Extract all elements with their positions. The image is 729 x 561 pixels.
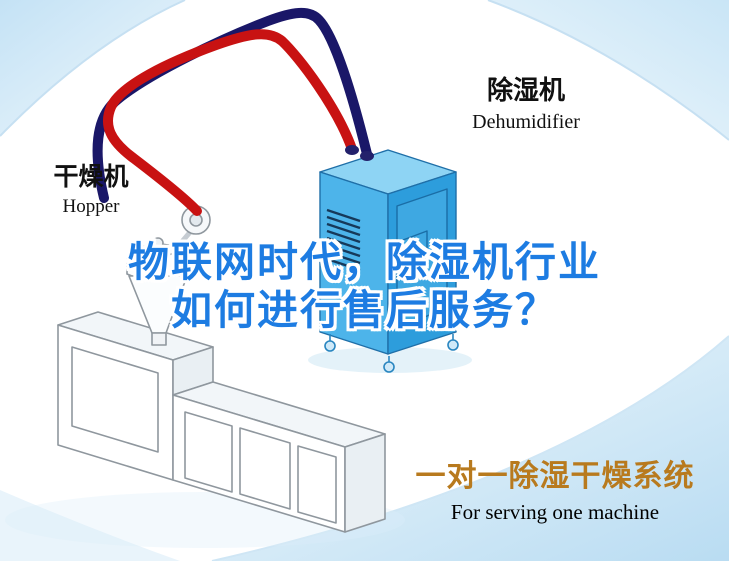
dehumidifier-label-cn: 除湿机 (486, 75, 565, 105)
dehumidifier-shadow (308, 347, 472, 373)
hopper-funnel (126, 229, 193, 346)
supply-hose-red (103, 29, 357, 216)
headline-line-2: 如何进行售后服务？ (171, 286, 558, 333)
bg-corner-top-left-edge (0, 0, 186, 137)
dryer-label-en: Hopper (62, 196, 120, 217)
bg-corner-top-right-edge (487, 0, 729, 141)
dehumidifier-door-panel (402, 230, 428, 259)
dehumidifier-wheels (324, 334, 459, 373)
hose-connector-red (345, 145, 359, 155)
headline-line-1: 物联网时代，除湿机行业 (128, 239, 601, 285)
bg-sweep-bottom-right (212, 336, 729, 561)
machine-body-end-face (344, 433, 386, 533)
bg-sweep-bottom-right-edge (211, 335, 729, 561)
dehumidifier-label-en: Dehumidifier (472, 111, 580, 133)
bg-corner-top-right (488, 0, 729, 140)
dehumidifier-unit (308, 149, 472, 373)
dehumidifier-label-plate (347, 295, 363, 315)
wheel-right (447, 339, 459, 351)
dryer-label: 干燥机 Hopper (38, 157, 144, 218)
hopper-lid-cap (152, 237, 164, 249)
footer-caption: 一对一除湿干燥系统 For serving one machine (405, 451, 705, 525)
machine-panel-1 (184, 411, 233, 493)
hopper-neck (151, 332, 167, 346)
extruder-machine (57, 311, 386, 533)
machine-left-panel (71, 346, 159, 453)
dryer-label-cn: 干燥机 (53, 163, 129, 191)
wheel-front-left (324, 340, 336, 352)
dehumidifier-door (396, 188, 448, 329)
dehumidifier-label: 除湿机 Dehumidifier (450, 70, 602, 134)
dehumidifier-door-handle (441, 241, 445, 254)
caption-en: For serving one machine (450, 500, 660, 524)
bg-corner-bottom-left (0, 490, 180, 561)
headline: 物联网时代，除湿机行业 如何进行售后服务？ (0, 239, 729, 335)
dehumidifier-vents (326, 208, 361, 272)
machine-panel-3 (297, 445, 337, 524)
machine-panel-2 (239, 427, 291, 510)
bg-corner-top-left (0, 0, 185, 136)
hose-connector-navy (360, 151, 374, 161)
wheel-front-center (383, 361, 395, 373)
caption-cn: 一对一除湿干燥系统 (415, 460, 695, 493)
hose-connectors (345, 145, 374, 161)
